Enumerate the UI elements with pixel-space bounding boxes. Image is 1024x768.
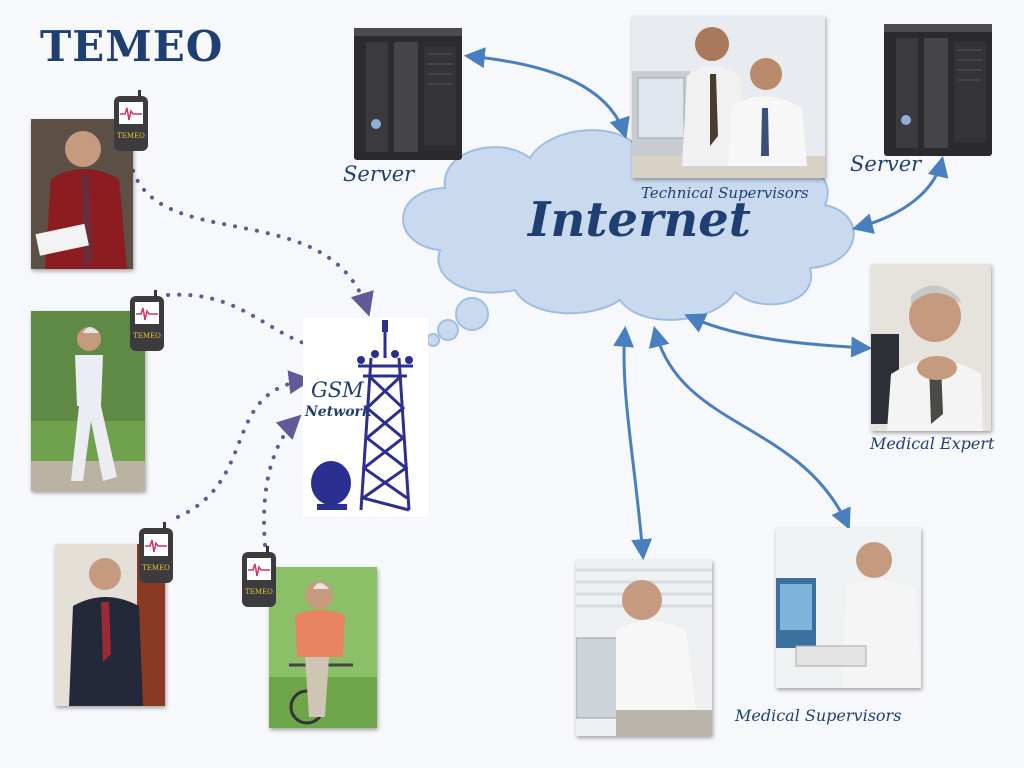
arrow-medical-supervisor-2 <box>648 325 851 530</box>
device-label: TEMEO <box>142 564 170 572</box>
page-title: TEMEO <box>40 22 224 71</box>
arrow-medical-supervisor-1 <box>613 325 653 561</box>
wireless-link-4 <box>262 414 302 547</box>
patient-photo-1 <box>31 119 133 269</box>
medical-supervisor-photo-1 <box>576 560 712 736</box>
technical-supervisors-label: Technical Supervisors <box>641 184 809 202</box>
monitor-device-icon: TEMEO <box>114 90 148 151</box>
monitor-device-icon: TEMEO <box>139 522 173 583</box>
internet-label: Internet <box>528 192 751 248</box>
arrow-server-right <box>851 155 949 234</box>
medical-supervisor-photo-2 <box>776 528 921 688</box>
server-tower-icon <box>354 28 462 160</box>
device-label: TEMEO <box>245 588 273 596</box>
arrow-server-left <box>463 47 630 139</box>
temeo-device-4: TEMEO <box>241 546 277 608</box>
gsm-tower-icon <box>303 318 428 516</box>
gsm-label: GSM <box>311 378 364 402</box>
technical-supervisors-photo <box>632 16 825 178</box>
gsm-tower <box>303 318 428 520</box>
wireless-link-3 <box>176 370 313 519</box>
temeo-device-2: TEMEO <box>129 290 165 352</box>
medical-supervisors-label: Medical Supervisors <box>735 706 902 725</box>
wireless-link-1 <box>128 158 374 317</box>
arrow-medical-expert <box>684 313 873 358</box>
monitor-device-icon: TEMEO <box>130 290 164 351</box>
server-tower-icon <box>884 24 992 156</box>
patient-photo-2 <box>31 311 145 491</box>
patient-photo-4 <box>269 567 377 728</box>
medical-expert-photo <box>871 264 991 431</box>
server-right <box>882 20 994 162</box>
temeo-device-3: TEMEO <box>138 522 174 584</box>
monitor-device-icon: TEMEO <box>242 546 276 607</box>
network-label: Network <box>305 404 372 420</box>
medical-expert-label: Medical Expert <box>870 434 995 453</box>
server-left <box>352 24 464 166</box>
server-right-label: Server <box>850 152 922 176</box>
device-label: TEMEO <box>133 332 161 340</box>
server-left-label: Server <box>343 162 415 186</box>
temeo-device-1: TEMEO <box>113 90 149 152</box>
device-label: TEMEO <box>117 132 145 140</box>
